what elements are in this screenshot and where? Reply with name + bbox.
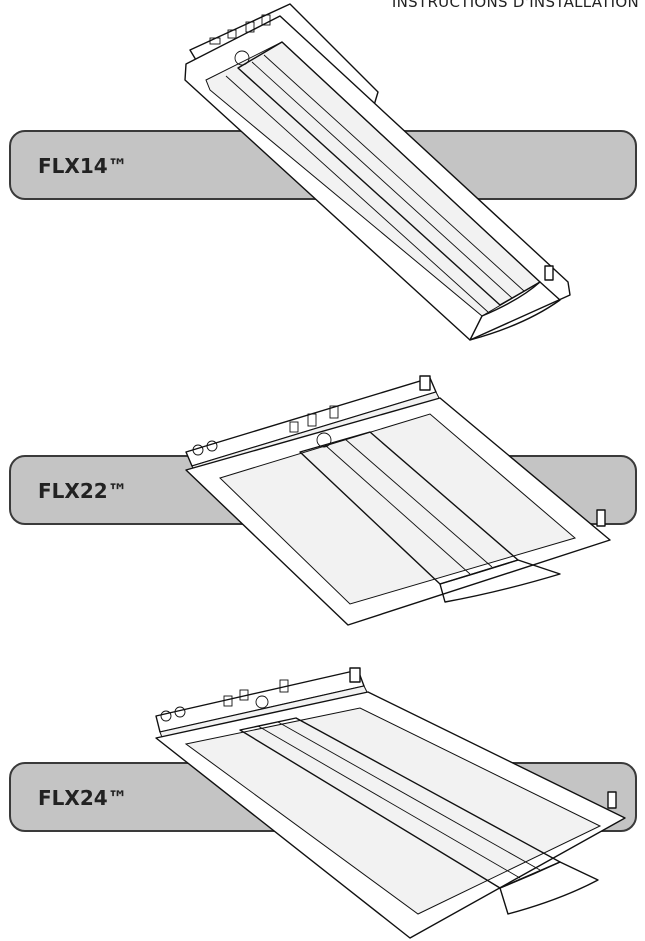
fixture-label-flx22: FLX22™: [38, 479, 128, 503]
page-header: INSTRUCTIONS D'INSTALLATION: [391, 0, 639, 11]
troffer-2x2-icon: [185, 375, 611, 626]
troffer-1x4-icon: [184, 3, 571, 341]
fixture-section-flx14: FLX14™: [0, 0, 645, 360]
fixture-label-flx14: FLX14™: [38, 154, 128, 178]
fixture-section-flx22: FLX22™: [9, 375, 637, 626]
fixture-label-flx24: FLX24™: [38, 786, 128, 810]
